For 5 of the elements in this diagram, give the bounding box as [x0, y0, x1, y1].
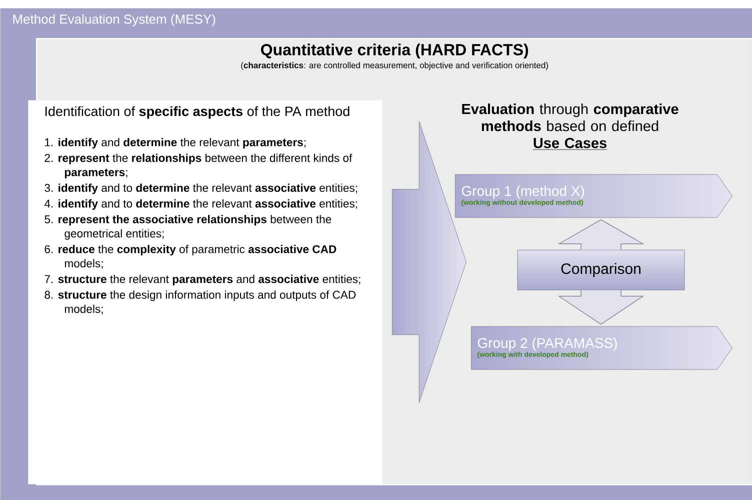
evaluation-text: Evaluation through comparative methods based on defined Use Cases	[462, 104, 678, 150]
comparison-box: Comparison	[517, 250, 685, 290]
aspects-list-box: Identification of specific aspects of the PA method 1. identify and determine the relevant parameters; 2. represent the relationships between the different kinds of parameters; 3. identify and to determine the relevant associative entities; 4. identify and to determine the relevant associative entities; 5. represent the associative relationships between the geometrical entities; 6. reduce the complexity of parametric associative CAD models; 7. structure the relevant parameters and associative entities; 8. structure the design information inputs and outputs of CAD models;	[28, 100, 382, 484]
block-arrow	[558, 290, 644, 325]
block-arrow	[558, 219, 644, 250]
